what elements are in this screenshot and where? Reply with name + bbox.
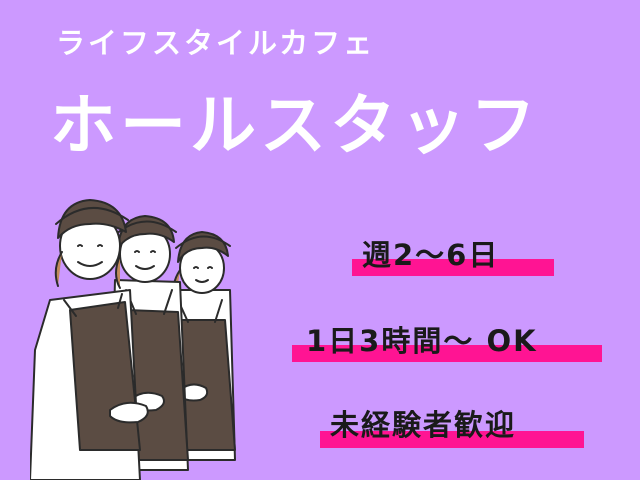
highlight-bar-days [352, 259, 554, 276]
shop-name: ライフスタイルカフェ [56, 26, 376, 60]
point-beginners: 未経験者歓迎 [330, 408, 517, 442]
point-hours: 1日3時間〜 OK [306, 324, 538, 358]
job-title: ホールスタッフ [50, 87, 540, 164]
highlight-bar-beginners [320, 431, 584, 448]
highlight-bar-hours [292, 345, 602, 362]
three-staff-illustration-icon [30, 199, 236, 480]
point-days: 週2〜6日 [362, 238, 500, 272]
staff-left [30, 199, 149, 480]
